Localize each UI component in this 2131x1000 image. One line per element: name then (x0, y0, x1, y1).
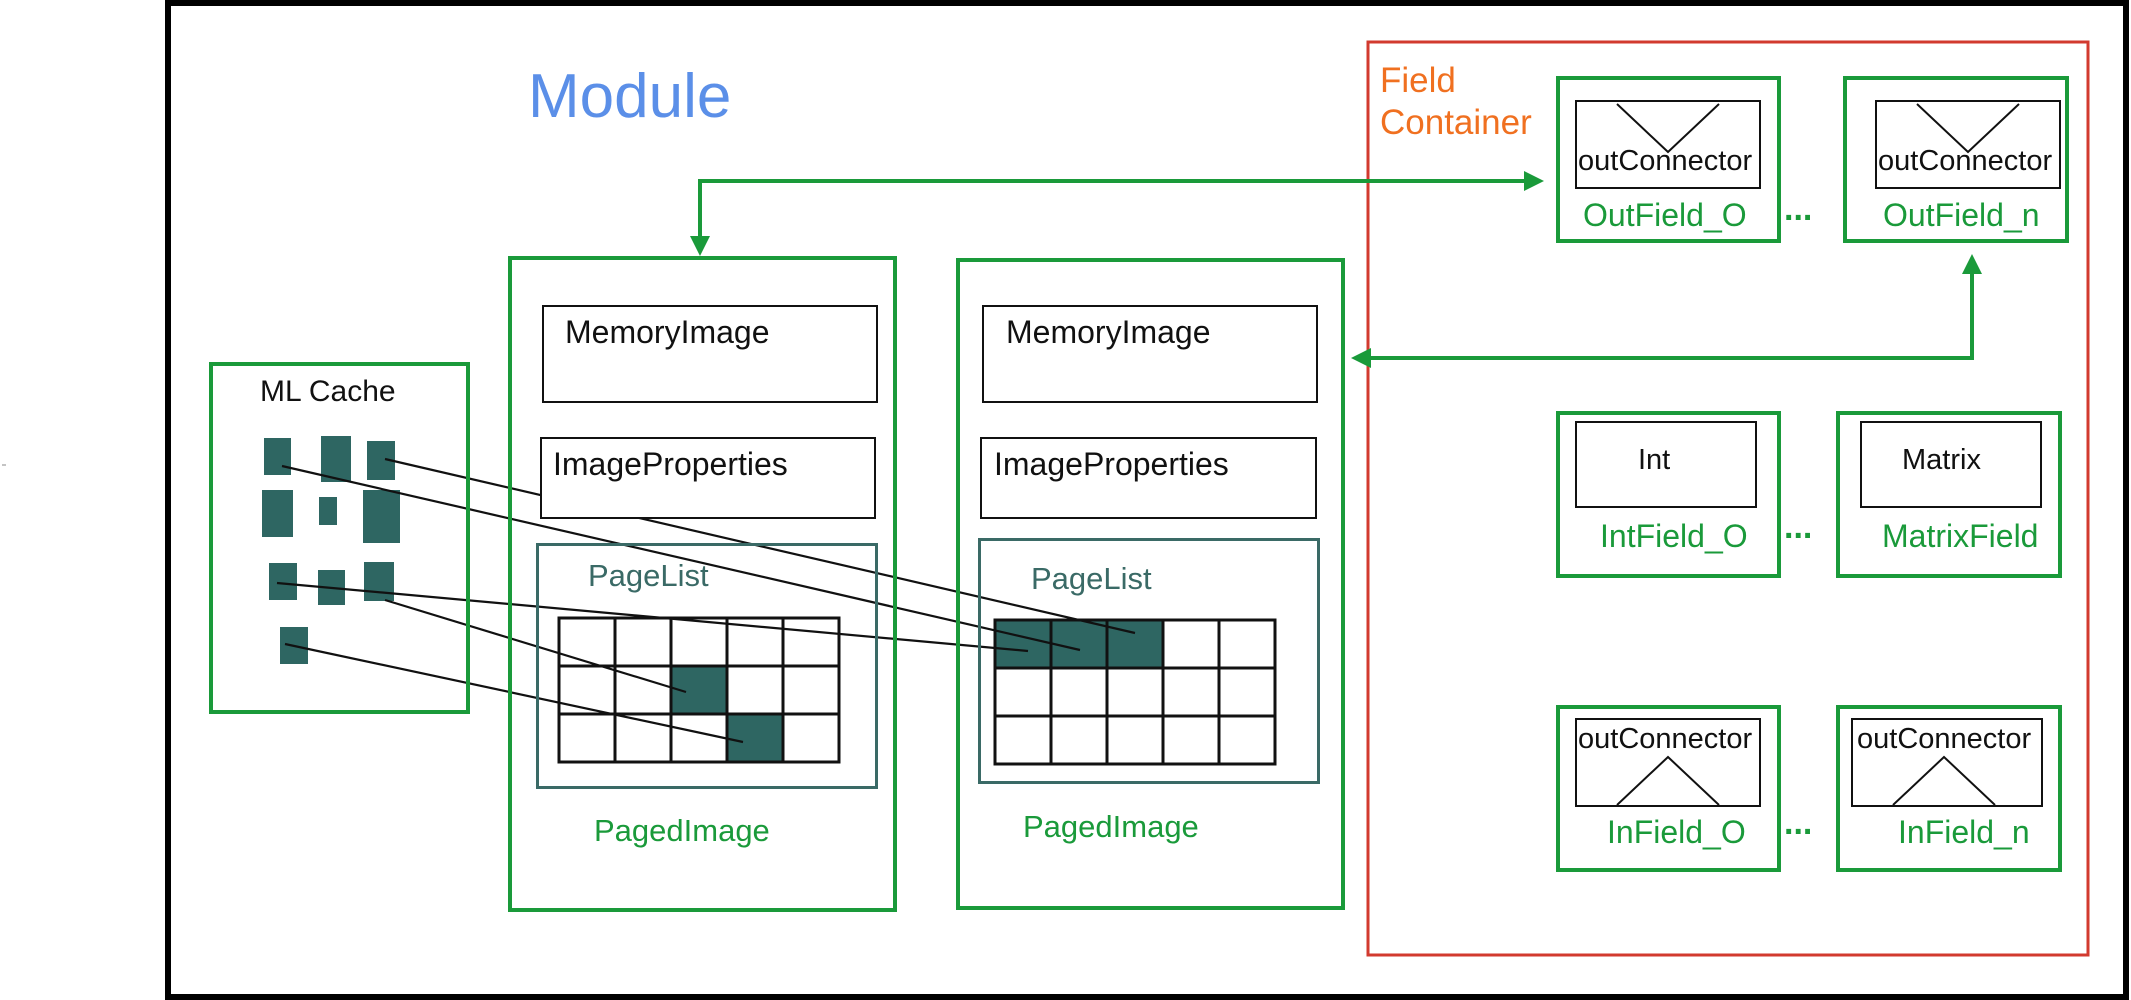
paged-image-1-label: PagedImage (594, 813, 770, 848)
cache-block (364, 562, 394, 601)
in-field-0-label: InField_O (1607, 814, 1746, 850)
in-field-0 (1556, 705, 1781, 872)
matrix-field-type-label: Matrix (1902, 444, 1981, 476)
page-cell (1217, 618, 1277, 670)
out-field-0-connector (1575, 100, 1761, 189)
cache-block (262, 490, 293, 537)
memory-image-1 (542, 305, 878, 403)
triangle-up-icon (1892, 755, 1996, 805)
cache-block (319, 497, 337, 525)
connection-arrows (690, 171, 1982, 368)
int-field-0 (1556, 411, 1781, 578)
ml-cache-label: ML Cache (260, 375, 396, 408)
mid-fields-ellipsis: ... (1784, 508, 1813, 546)
cache-block (269, 563, 297, 600)
ml-cache (209, 362, 470, 714)
module-title: Module (528, 62, 732, 131)
page-cell (1217, 714, 1277, 766)
cache-block (264, 438, 291, 475)
page-cell-loaded (725, 712, 785, 764)
page-grid-1 (557, 616, 841, 764)
mapping-line (281, 464, 1081, 652)
module-frame (165, 0, 2129, 1000)
mapping-line (284, 642, 744, 744)
page-cell-loaded (1049, 618, 1109, 670)
paged-image-2 (956, 258, 1345, 910)
out-field-n (1843, 76, 2069, 243)
arrow-outfield0-to-pagedimage1 (690, 171, 1544, 256)
int-field-0-type-box (1575, 421, 1757, 508)
out-field-0-label: OutField_O (1583, 197, 1747, 233)
arrow-outfieldn-to-pagedimage2 (1351, 254, 1982, 368)
page-list-2 (978, 538, 1320, 784)
page-cell (1161, 714, 1221, 766)
paged-image-1 (508, 256, 897, 912)
triangle-down-icon (1916, 103, 2020, 154)
memory-image-2 (982, 305, 1318, 403)
image-properties-1-label: ImageProperties (553, 446, 788, 482)
cache-block (363, 490, 400, 543)
in-fields-ellipsis: ... (1784, 804, 1813, 842)
page-grid-2 (993, 618, 1277, 766)
page-cell (781, 712, 841, 764)
image-properties-2 (980, 437, 1317, 519)
out-field-n-connector-label: outConnector (1878, 145, 2053, 177)
mapping-line (276, 581, 1029, 653)
mapping-line (384, 598, 687, 694)
field-container-frame (1366, 40, 2090, 957)
page-list-2-label: PageList (1031, 561, 1152, 596)
triangle-up-icon (1616, 755, 1720, 805)
out-field-0-connector-label: outConnector (1578, 145, 1753, 177)
in-field-0-connector (1575, 718, 1761, 807)
ml-cache-blocks (262, 436, 400, 664)
out-field-n-connector (1875, 100, 2061, 189)
cache-block (321, 436, 351, 482)
memory-image-1-label: MemoryImage (565, 314, 770, 350)
field-container-label-line2: Container (1380, 103, 1532, 142)
memory-image-2-label: MemoryImage (1006, 314, 1211, 350)
matrix-field-label: MatrixField (1882, 518, 2039, 554)
page-list-1 (536, 543, 878, 789)
out-field-n-label: OutField_n (1883, 197, 2040, 233)
image-properties-1 (540, 437, 876, 519)
out-field-0 (1556, 76, 1781, 243)
paged-image-2-label: PagedImage (1023, 809, 1199, 844)
int-field-0-type-label: Int (1638, 444, 1671, 476)
out-fields-ellipsis: ... (1784, 190, 1813, 228)
matrix-field-type-box (1860, 421, 2042, 508)
page-cell (1049, 714, 1109, 766)
in-field-n-connector (1851, 718, 2043, 807)
image-properties-2-label: ImageProperties (994, 446, 1229, 482)
page-list-1-label: PageList (588, 558, 709, 593)
page-cell (993, 714, 1053, 766)
triangle-down-icon (1616, 103, 1720, 154)
matrix-field (1836, 411, 2062, 578)
page-cell (557, 664, 617, 716)
in-field-n-label: InField_n (1898, 814, 2030, 850)
in-field-n (1836, 705, 2062, 872)
in-field-0-connector-label: outConnector (1578, 723, 1753, 755)
in-field-n-connector-label: outConnector (1857, 723, 2032, 755)
field-container-label-line1: Field (1380, 61, 1456, 100)
int-field-0-label: IntField_O (1600, 518, 1748, 554)
